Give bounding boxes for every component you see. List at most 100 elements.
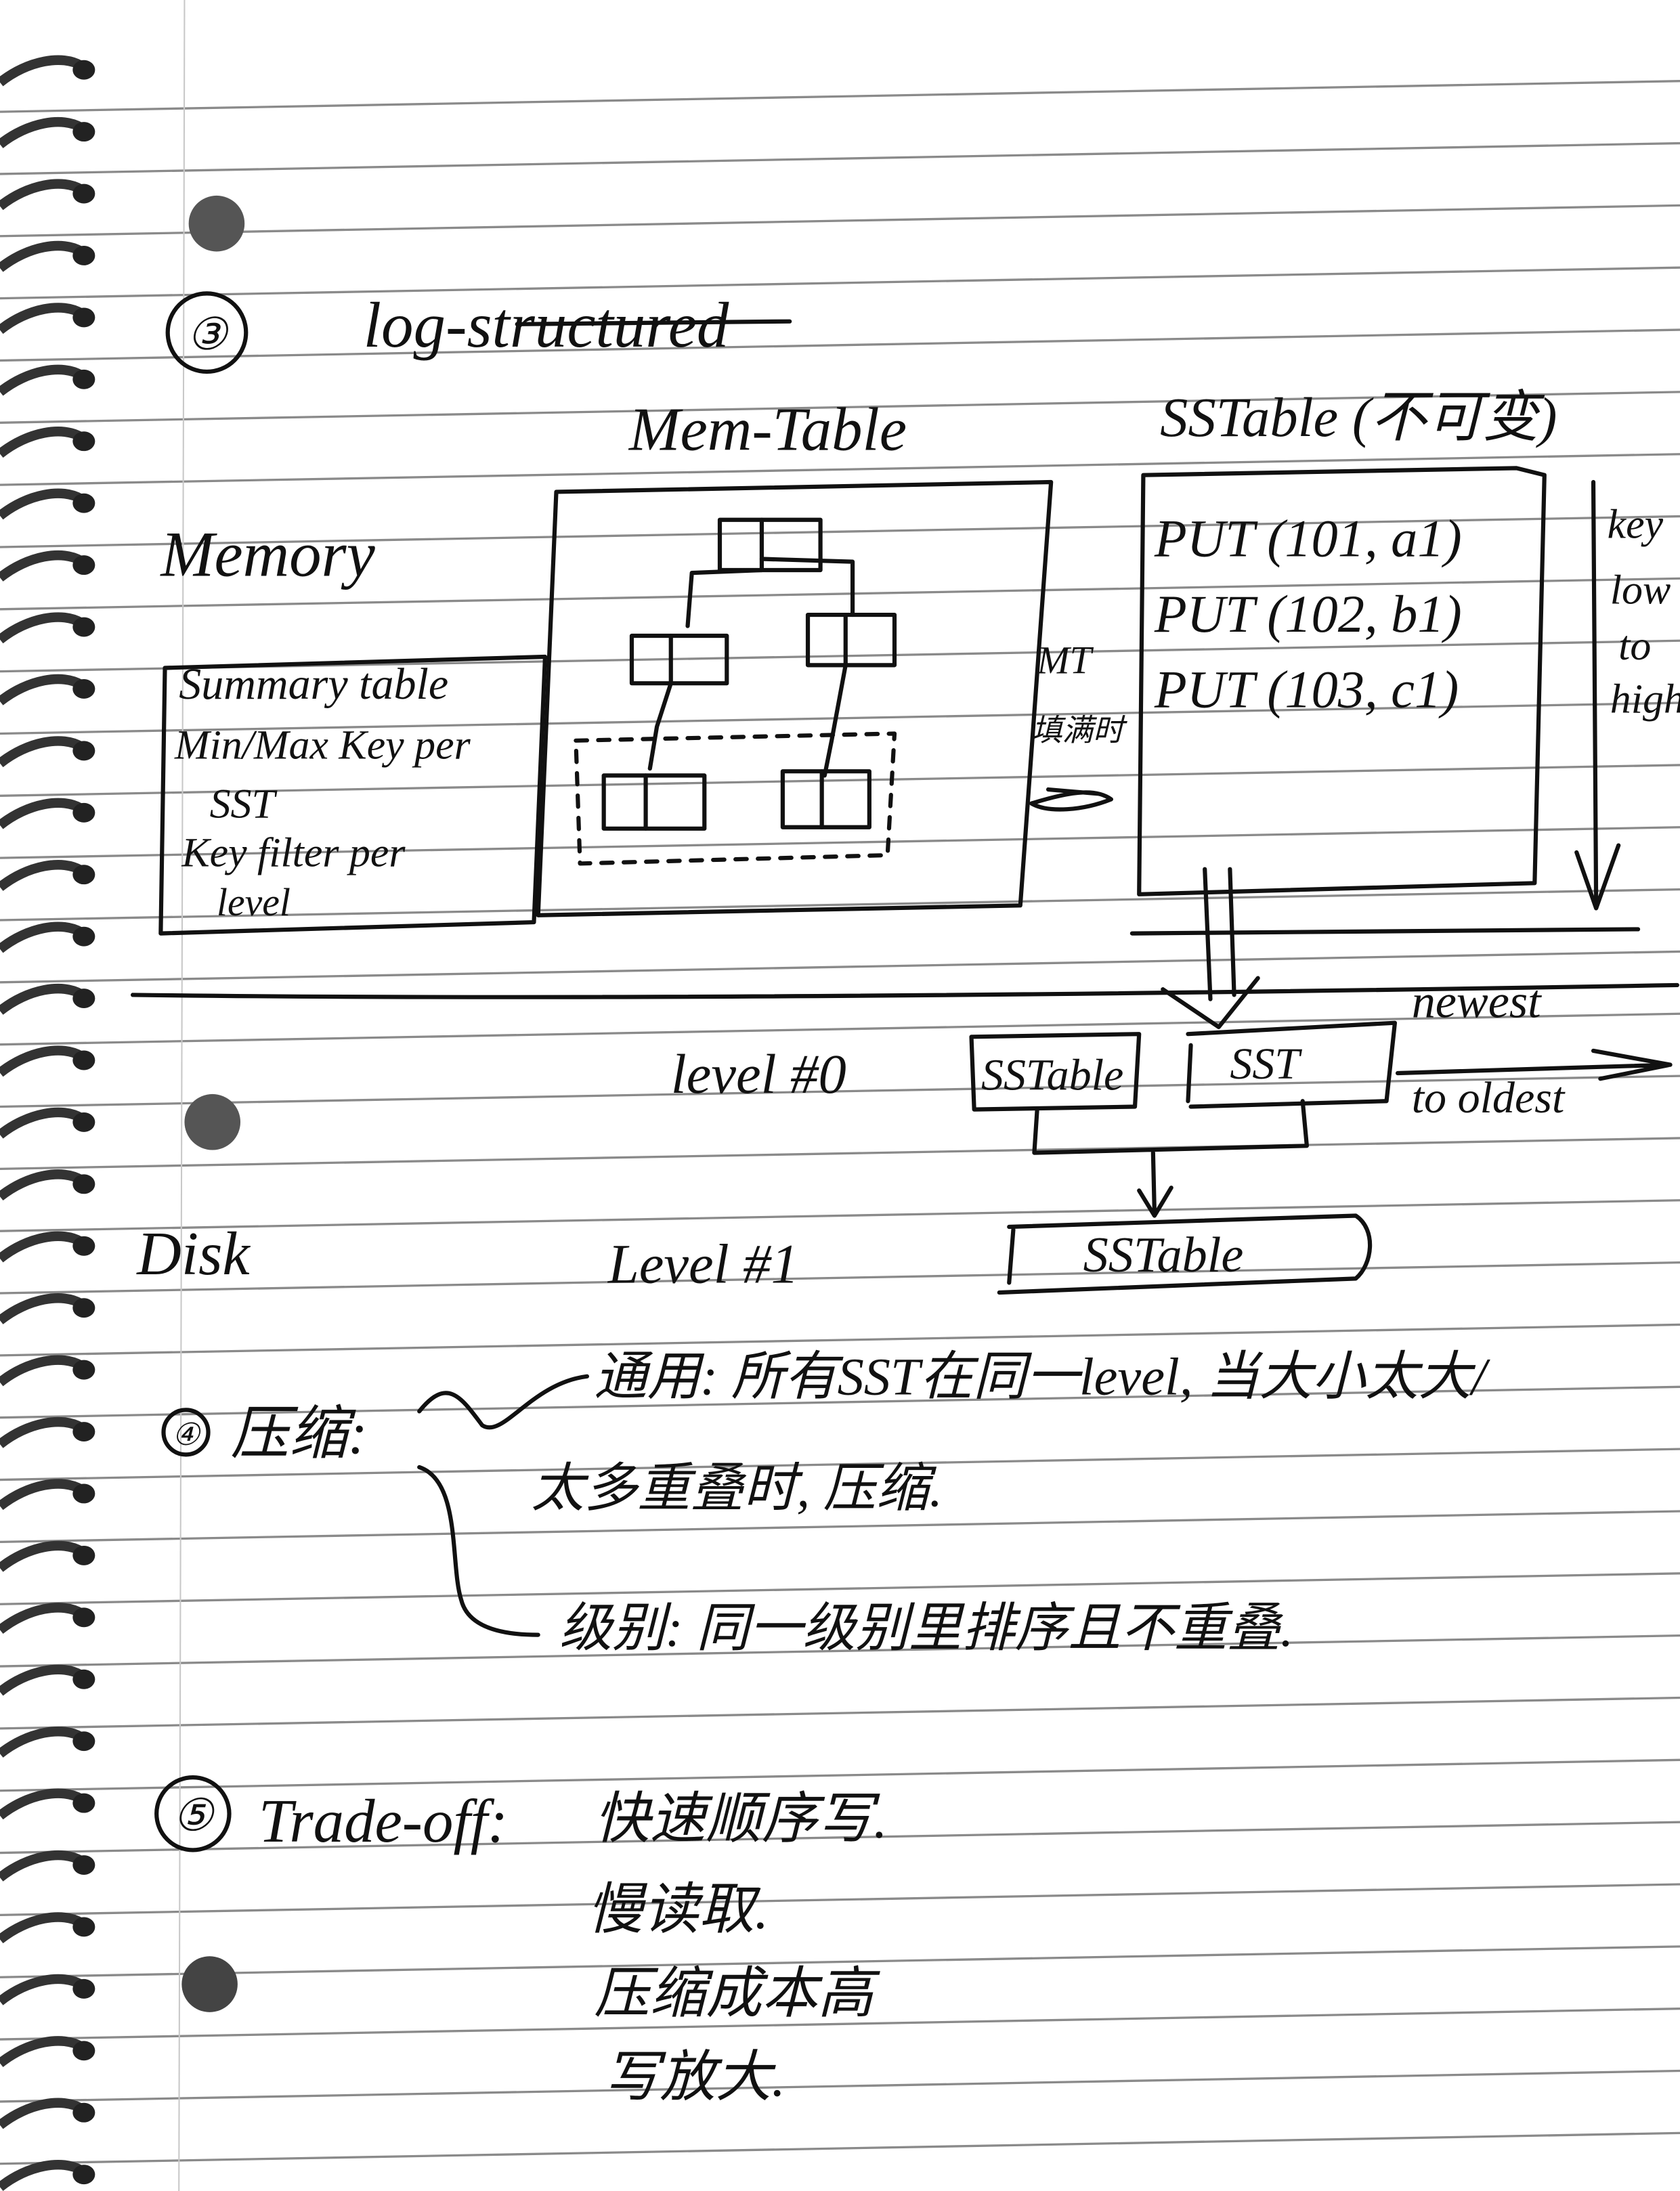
section-number: ④ (172, 1418, 201, 1452)
ruled-line (0, 204, 1680, 238)
ruled-line (0, 950, 1680, 984)
spiral-ring (0, 983, 84, 1015)
spiral-hole (72, 926, 95, 947)
spiral-ring (0, 303, 84, 334)
spiral-ring (0, 116, 84, 148)
spiral-ring (0, 1540, 84, 1572)
spiral-hole (72, 678, 95, 699)
ruled-line (0, 266, 1680, 300)
ruled-line (0, 453, 1680, 486)
spiral-hole (72, 1050, 95, 1070)
spiral-ring (0, 1912, 84, 1944)
spiral-hole (72, 1731, 95, 1752)
spiral-hole (72, 493, 95, 513)
summary-line: Summary table (179, 659, 448, 709)
flush-arrow-icon (1029, 787, 1114, 812)
ruled-line (0, 1821, 1680, 1854)
compaction-line: 级别: 同一级别里排序且不重叠. (559, 1599, 1294, 1657)
ruled-line (0, 1199, 1680, 1232)
ruled-line (0, 1323, 1680, 1357)
spiral-hole (72, 2041, 95, 2061)
spiral-binding (0, 55, 95, 2191)
ruled-line (0, 701, 1680, 735)
memtable-tree (574, 517, 897, 866)
spiral-ring (0, 1850, 84, 1882)
key-order-note: to (1618, 623, 1651, 669)
order-note: newest (1412, 975, 1542, 1028)
level0-label: level #0 (671, 1043, 846, 1105)
spiral-hole (72, 802, 95, 823)
spiral-ring (0, 798, 84, 829)
ruled-line (0, 2069, 1680, 2103)
level0-sst-box (1186, 1020, 1398, 1109)
section-number: ③ (187, 310, 229, 360)
ruled-line (0, 1261, 1680, 1295)
level0-sstable-box (969, 1032, 1142, 1112)
spiral-ring (0, 488, 84, 520)
section-number-circle (161, 1408, 211, 1457)
brace-curve (417, 1465, 540, 1637)
spiral-ring (0, 1974, 84, 2005)
summary-line: Min/Max Key per (174, 722, 471, 768)
spiral-ring (0, 1107, 84, 1139)
memory-disk-divider (130, 982, 1679, 999)
key-order-note: high (1610, 676, 1680, 722)
spiral-hole (72, 617, 95, 637)
ruled-line (0, 888, 1680, 921)
compaction-line: 通用: 所有SST在同一level, 当大小太大/ (594, 1347, 1490, 1406)
ruled-line (0, 515, 1680, 548)
strikethrough (515, 319, 792, 326)
spiral-hole (72, 122, 95, 142)
spiral-hole (72, 183, 95, 204)
ruled-line (0, 1572, 1680, 1605)
ruled-line (0, 1385, 1680, 1419)
spiral-ring (0, 1603, 84, 1634)
ruled-line (0, 1075, 1680, 1108)
spiral-hole (72, 1545, 95, 1565)
level1-sstable-box (997, 1213, 1373, 1295)
spiral-hole (72, 1669, 95, 1689)
ruled-line (0, 1758, 1680, 1792)
spiral-hole (72, 555, 95, 576)
spiral-hole (72, 1112, 95, 1132)
sstable-entry: PUT (102, b1) (1154, 584, 1462, 643)
level0-table: SST (1230, 1039, 1302, 1089)
spiral-hole (72, 1483, 95, 1504)
spiral-ring (0, 1727, 84, 1758)
spiral-hole (72, 307, 95, 328)
level1-label: Level #1 (607, 1233, 799, 1295)
ruled-lines (0, 80, 1680, 2165)
flush-note: MT (1037, 640, 1094, 682)
double-arrow-down-icon (1161, 867, 1260, 1029)
spiral-hole (72, 865, 95, 885)
summary-line: Key filter per (181, 830, 406, 876)
order-note: to oldest (1412, 1073, 1566, 1123)
compaction-line: 太多重叠时, 压缩. (531, 1459, 943, 1518)
ruled-line (0, 1137, 1680, 1170)
key-order-note: low (1610, 567, 1671, 613)
sstable-entry: PUT (101, a1) (1154, 508, 1462, 567)
ruled-line (0, 1448, 1680, 1481)
spiral-ring (0, 860, 84, 892)
arrow-down-icon (1574, 479, 1621, 911)
spiral-ring (0, 179, 84, 211)
tradeoff-point: 慢读取. (587, 1878, 769, 1940)
spiral-hole (72, 741, 95, 761)
spiral-ring (0, 674, 84, 706)
ruled-line (0, 142, 1680, 175)
tradeoff-point: 快速顺序写. (594, 1787, 887, 1850)
spiral-ring (0, 1479, 84, 1511)
spiral-ring (0, 1169, 84, 1201)
spiral-ring (0, 612, 84, 644)
divider (1129, 927, 1641, 936)
spiral-hole (72, 246, 95, 265)
arrow-right-icon (1395, 1048, 1673, 1081)
punch-hole (181, 1956, 238, 2012)
punch-hole (188, 195, 245, 252)
ruled-line (0, 391, 1680, 424)
spiral-ring (0, 1664, 84, 1696)
section-number: ⑤ (173, 1792, 215, 1841)
sstable-box (1137, 466, 1547, 896)
spiral-hole (72, 1607, 95, 1628)
